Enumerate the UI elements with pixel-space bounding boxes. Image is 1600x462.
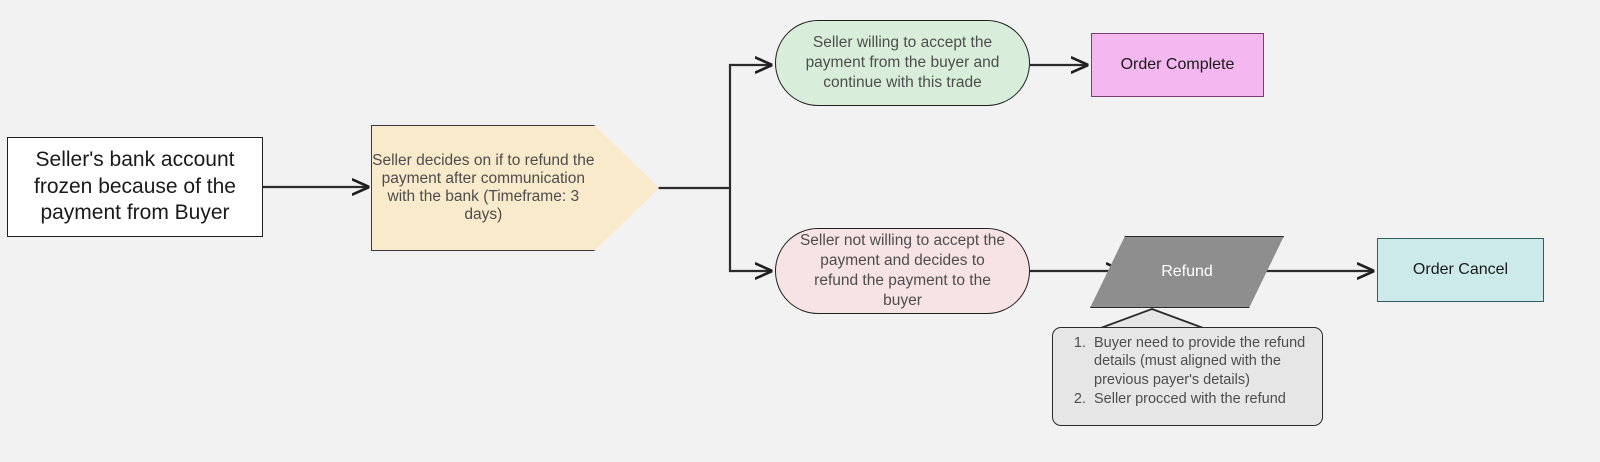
node-order-complete[interactable]: Order Complete bbox=[1091, 33, 1264, 97]
node-seller-not-willing-accept[interactable]: Seller not willing to accept the payment… bbox=[775, 228, 1030, 314]
edge-branch-to-refuse bbox=[728, 188, 771, 271]
node-label: Seller not willing to accept the payment… bbox=[799, 232, 1006, 309]
note-list-item: Buyer need to provide the refund details… bbox=[1090, 334, 1334, 389]
edge-branch-to-accept bbox=[728, 65, 771, 188]
node-seller-decides-refund[interactable]: Seller decides on if to refund the payme… bbox=[371, 125, 659, 251]
node-seller-willing-accept[interactable]: Seller willing to accept the payment fro… bbox=[775, 20, 1030, 106]
note-body bbox=[1052, 327, 1323, 426]
node-label: Refund bbox=[1161, 263, 1213, 280]
node-label: Seller's bank account frozen because of … bbox=[34, 147, 236, 225]
refund-note-callout: Buyer need to provide the refund details… bbox=[1052, 318, 1323, 426]
node-label: Seller decides on if to refund the payme… bbox=[372, 152, 595, 223]
node-seller-bank-account-frozen[interactable]: Seller's bank account frozen because of … bbox=[7, 137, 263, 237]
node-label: Order Cancel bbox=[1412, 260, 1509, 278]
note-list: Buyer need to provide the refund details… bbox=[1066, 334, 1334, 409]
note-list-item: Seller procced with the refund bbox=[1090, 390, 1334, 408]
node-label: Order Complete bbox=[1120, 55, 1235, 73]
parallelogram-shape bbox=[1090, 236, 1284, 308]
node-order-cancel[interactable]: Order Cancel bbox=[1377, 238, 1544, 302]
node-label: Seller willing to accept the payment fro… bbox=[805, 34, 1000, 91]
hexagon-shape bbox=[371, 125, 659, 251]
node-refund[interactable]: Refund bbox=[1090, 236, 1284, 308]
